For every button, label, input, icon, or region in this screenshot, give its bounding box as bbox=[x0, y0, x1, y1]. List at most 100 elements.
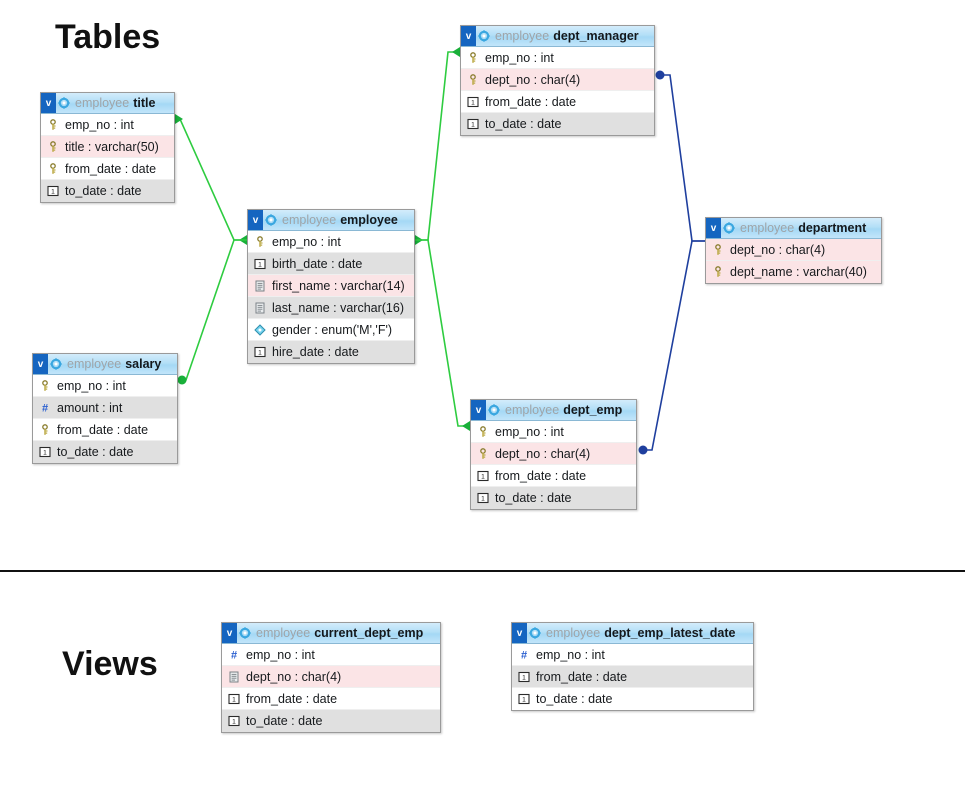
date-field-icon-wrap: 1 bbox=[466, 95, 480, 109]
date-field-icon: 1 bbox=[228, 715, 240, 727]
dot-marker bbox=[638, 445, 648, 455]
section-title-views: Views bbox=[62, 645, 158, 683]
date-field-icon: 1 bbox=[47, 185, 59, 197]
attribute-row[interactable]: from_date : date bbox=[33, 419, 177, 441]
date-field-icon: 1 bbox=[518, 693, 530, 705]
date-field-icon-wrap: 1 bbox=[517, 692, 531, 706]
entity-schema-label: employee bbox=[282, 213, 337, 227]
attribute-label: gender : enum('M','F') bbox=[272, 322, 393, 337]
text-field-icon bbox=[255, 302, 265, 313]
attribute-row[interactable]: emp_no : int bbox=[33, 375, 177, 397]
attribute-row[interactable]: last_name : varchar(16) bbox=[248, 297, 414, 319]
gear-icon-wrap[interactable] bbox=[527, 623, 543, 643]
attribute-row[interactable]: dept_no : char(4) bbox=[461, 69, 654, 91]
attribute-row[interactable]: dept_no : char(4) bbox=[222, 666, 440, 688]
primary-key-icon-wrap bbox=[711, 243, 725, 257]
svg-text:1: 1 bbox=[232, 719, 236, 726]
gear-icon-wrap[interactable] bbox=[721, 218, 737, 238]
entity-schema-label: employee bbox=[740, 221, 795, 235]
attribute-row[interactable]: #emp_no : int bbox=[222, 644, 440, 666]
gear-icon-wrap[interactable] bbox=[56, 93, 72, 113]
text-field-icon-wrap bbox=[253, 301, 267, 315]
attribute-row[interactable]: first_name : varchar(14) bbox=[248, 275, 414, 297]
primary-key-icon-wrap bbox=[253, 235, 267, 249]
attribute-row[interactable]: title : varchar(50) bbox=[41, 136, 174, 158]
number-field-icon: # bbox=[521, 649, 527, 660]
svg-text:1: 1 bbox=[232, 696, 236, 703]
gear-icon-wrap[interactable] bbox=[486, 400, 502, 420]
attribute-row[interactable]: emp_no : int bbox=[471, 421, 636, 443]
attribute-label: emp_no : int bbox=[485, 50, 554, 65]
attribute-row[interactable]: 1 to_date : date bbox=[222, 710, 440, 732]
view-badge-icon: v bbox=[41, 93, 56, 113]
date-field-icon-wrap: 1 bbox=[253, 257, 267, 271]
arrow-marker bbox=[239, 235, 247, 245]
primary-key-icon bbox=[50, 118, 56, 130]
number-field-icon: # bbox=[42, 402, 48, 413]
attribute-row[interactable]: dept_no : char(4) bbox=[471, 443, 636, 465]
attribute-label: from_date : date bbox=[536, 669, 628, 684]
gear-icon-wrap[interactable] bbox=[263, 210, 279, 230]
view-badge-icon: v bbox=[248, 210, 263, 230]
attribute-label: to_date : date bbox=[57, 445, 134, 459]
date-field-icon-wrap: 1 bbox=[46, 184, 60, 198]
attribute-row[interactable]: emp_no : int bbox=[248, 231, 414, 253]
attribute-row[interactable]: dept_name : varchar(40) bbox=[706, 261, 881, 283]
attribute-row[interactable]: #emp_no : int bbox=[512, 644, 753, 666]
gear-icon bbox=[50, 358, 62, 370]
number-field-icon-wrap: # bbox=[38, 401, 52, 415]
attribute-row[interactable]: emp_no : int bbox=[461, 47, 654, 69]
attribute-row[interactable]: emp_no : int bbox=[41, 114, 174, 136]
gear-icon-wrap[interactable] bbox=[476, 26, 492, 46]
gear-icon-wrap[interactable] bbox=[48, 354, 64, 374]
attribute-row[interactable]: from_date : date bbox=[41, 158, 174, 180]
entity-schema-label: employee bbox=[546, 626, 601, 640]
entity-schema-label: employee bbox=[75, 96, 130, 110]
date-field-icon: 1 bbox=[228, 693, 240, 704]
gear-icon-wrap[interactable] bbox=[237, 623, 253, 643]
entity-schema-label: employee bbox=[495, 29, 550, 43]
gear-icon bbox=[723, 222, 735, 234]
entity-name-label: dept_emp bbox=[563, 403, 623, 417]
svg-text:1: 1 bbox=[258, 350, 262, 357]
date-field-icon: 1 bbox=[467, 96, 479, 107]
date-field-icon-wrap: 1 bbox=[253, 345, 267, 359]
attribute-row[interactable]: #amount : int bbox=[33, 397, 177, 419]
svg-text:1: 1 bbox=[471, 99, 475, 106]
entity-name-label: employee bbox=[340, 213, 398, 227]
attribute-label: dept_no : char(4) bbox=[485, 72, 581, 87]
attribute-label: to_date : date bbox=[246, 714, 323, 728]
attribute-row[interactable]: dept_no : char(4) bbox=[706, 239, 881, 261]
svg-text:1: 1 bbox=[481, 496, 485, 503]
attribute-row[interactable]: gender : enum('M','F') bbox=[248, 319, 414, 341]
view-badge-icon: v bbox=[222, 623, 237, 643]
date-field-icon: 1 bbox=[477, 470, 489, 481]
